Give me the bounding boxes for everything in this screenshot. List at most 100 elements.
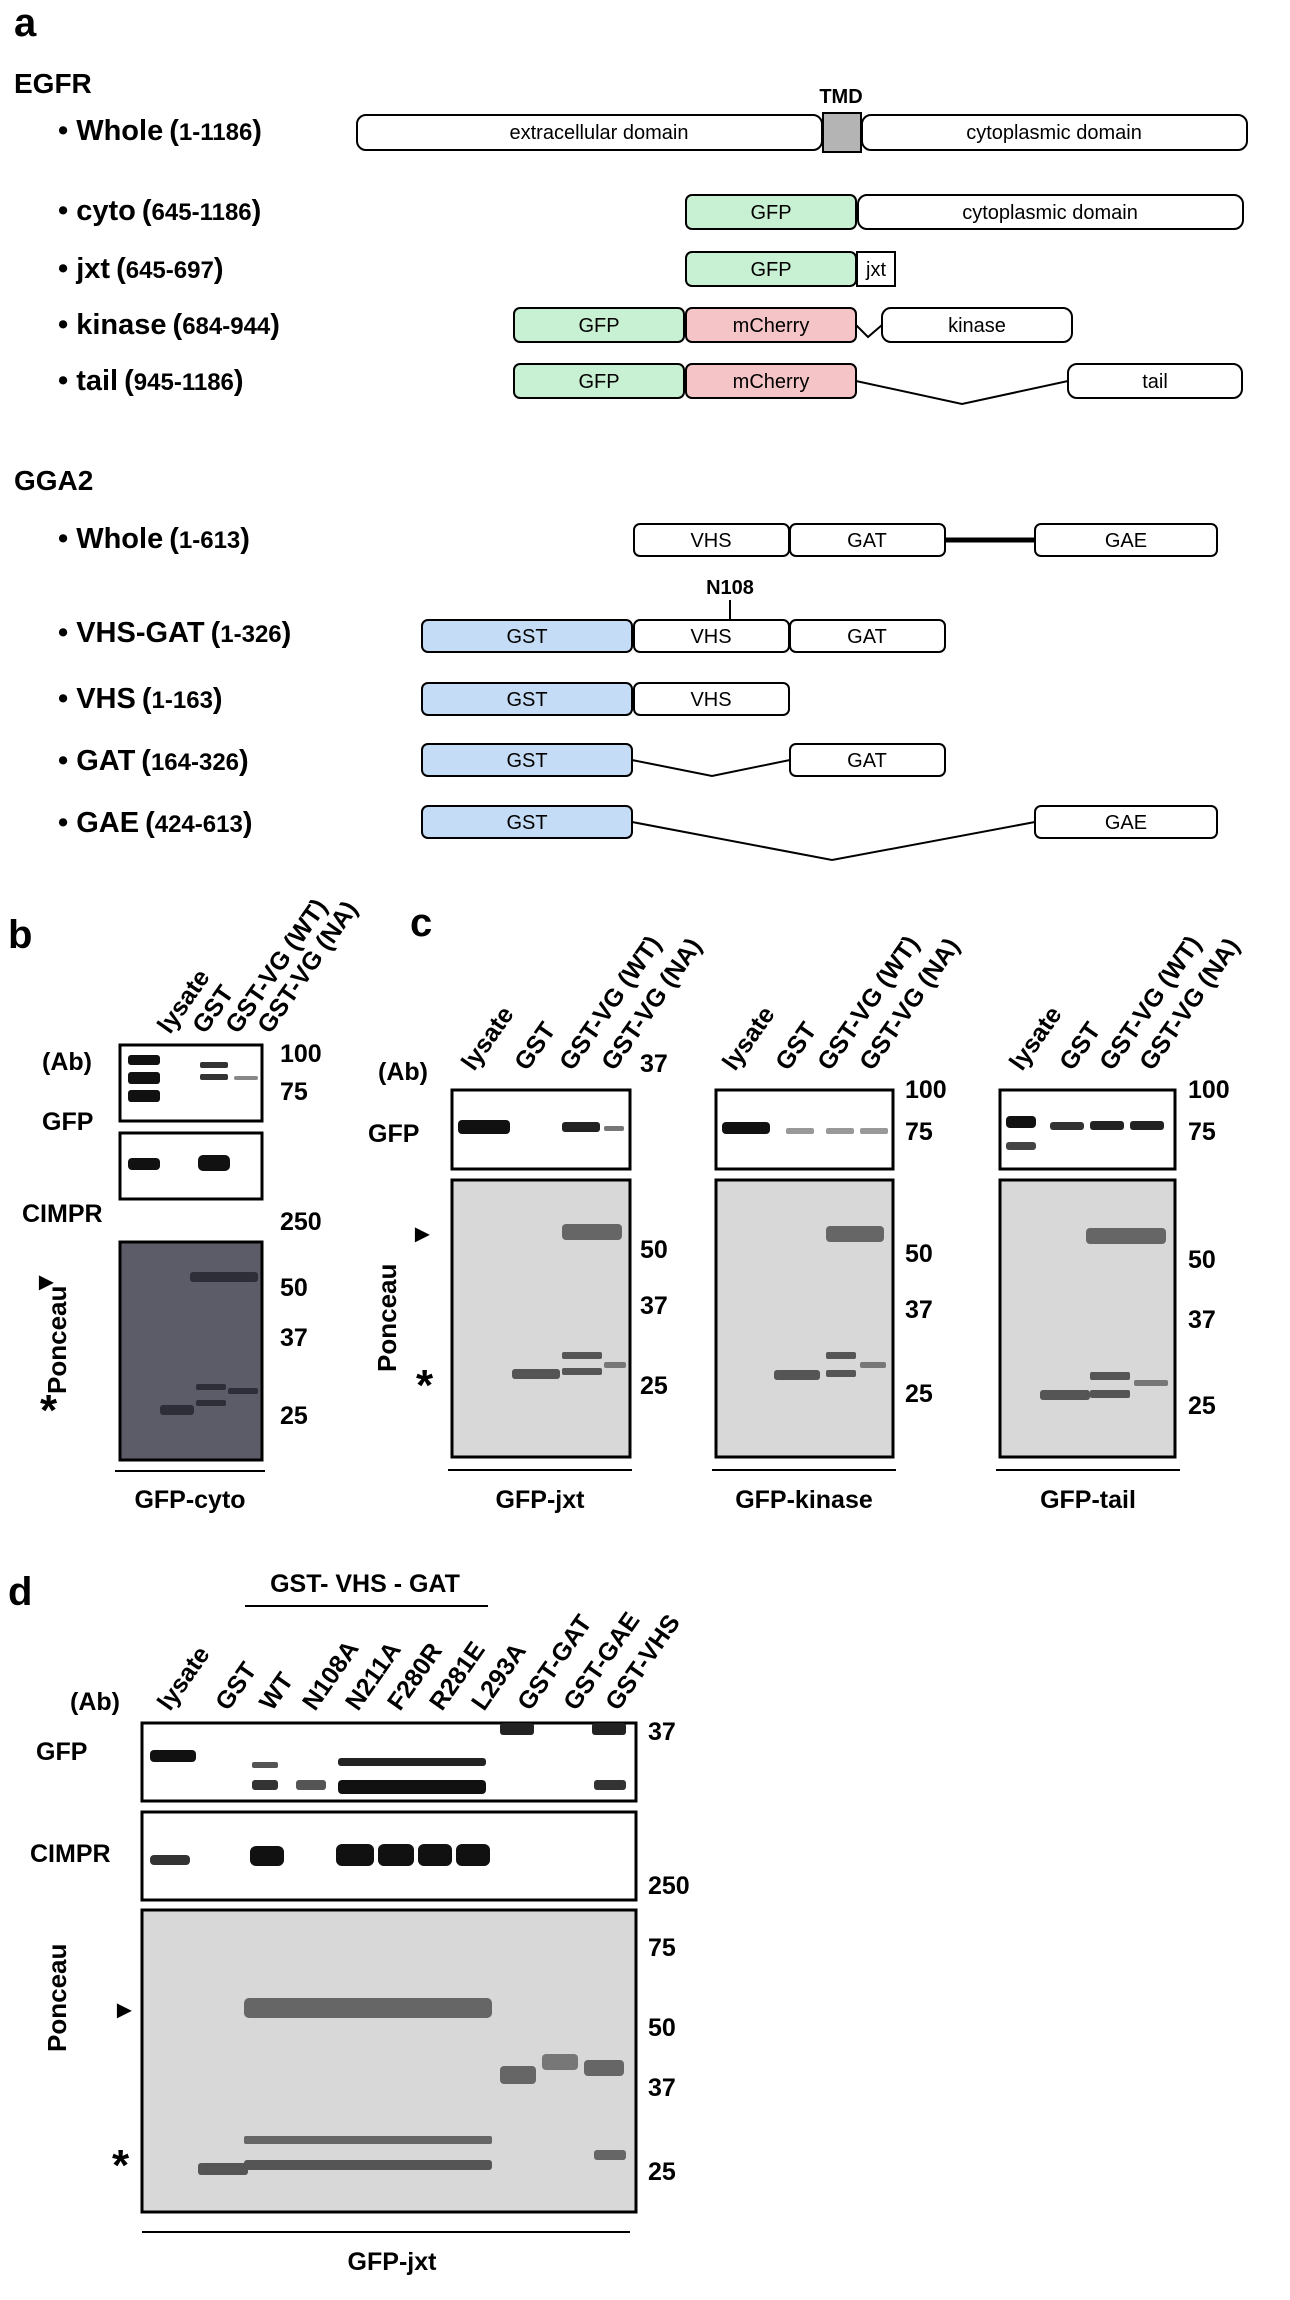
ab-label: (Ab) (70, 1688, 120, 1716)
bullet: • (58, 195, 76, 227)
band (128, 1055, 160, 1065)
band (252, 1780, 278, 1790)
gfp-label: GFP (578, 371, 619, 393)
mw-label: 75 (1188, 1118, 1216, 1146)
band (604, 1362, 626, 1368)
band (826, 1370, 856, 1377)
sample-label-d: GFP-jxt (348, 2248, 438, 2276)
gga2-row-gat-name: GAT (76, 745, 135, 777)
band (860, 1128, 888, 1134)
band (774, 1370, 820, 1380)
lane-label-lysate: lysate (152, 1641, 216, 1715)
mw-markers-d: 37 250 75 50 37 25 (648, 1718, 690, 2186)
bullet: • (58, 807, 76, 839)
band (1006, 1116, 1036, 1128)
gga2-row-gae-range: 424-613 (155, 811, 243, 838)
egfr-row-whole-name: Whole (76, 115, 163, 147)
paren: ) (282, 617, 292, 649)
panel-d: d GST- VHS - GAT lysate GST WT N108A N21… (8, 1570, 690, 2276)
band (1090, 1390, 1130, 1398)
deletion-linker (631, 759, 791, 778)
paren: ) (239, 745, 249, 777)
gat-box (789, 619, 946, 653)
deletion-linker (855, 380, 1069, 406)
mw-label: 100 (1188, 1076, 1230, 1104)
paren: ) (234, 365, 244, 397)
band (198, 2163, 248, 2175)
bullet: • (58, 617, 76, 649)
band (456, 1844, 490, 1866)
mw-label: 250 (648, 1872, 690, 1900)
bullet: • (58, 253, 76, 285)
kinase-label: kinase (948, 315, 1006, 337)
jxt-label: jxt (865, 259, 886, 281)
blot-ponceau-kinase (714, 1178, 895, 1459)
paren: ( (142, 195, 152, 227)
gga2-row-whole-range: 1-613 (179, 527, 240, 554)
band (542, 2054, 578, 2070)
gae-label: GAE (1105, 812, 1147, 834)
panel-letter-a: a (14, 1, 37, 45)
blot-group-tail: lysate GST GST-VG (WT) GST-VG (NA) 100 7… (996, 931, 1245, 1514)
gga2-row-whole: • Whole(1-613) (58, 523, 250, 555)
gga2-row-vhs-range: 1-163 (152, 687, 213, 714)
egfr-row-cyto-text: • cyto(645-1186) (58, 195, 261, 227)
ponceau-label: Ponceau (372, 1264, 402, 1372)
mw-label: 250 (280, 1208, 322, 1236)
gat-label: GAT (847, 626, 887, 648)
gfp-bands-b (128, 1055, 258, 1102)
vhs-label: VHS (690, 530, 731, 552)
lane-label-lysate: lysate (456, 1001, 520, 1075)
mw-label: 75 (648, 1934, 676, 1962)
arrowhead-marker: ► (410, 1220, 435, 1248)
cytoplasmic-domain-label: cytoplasmic domain (962, 202, 1138, 224)
gst-box (421, 682, 633, 716)
cimpr-antibody-label: CIMPR (22, 1200, 103, 1228)
mw-label: 50 (648, 2014, 676, 2042)
egfr-diagrams (356, 112, 1248, 406)
band (1050, 1122, 1084, 1130)
ab-label: (Ab) (378, 1058, 428, 1086)
egfr-row-jxt-name: jxt (75, 253, 110, 285)
gga2-row-gae: • GAE(424-613) (58, 807, 252, 839)
egfr-row-cyto-range: 645-1186 (152, 199, 252, 226)
egfr-row-cyto: • cyto(645-1186) (58, 195, 261, 227)
gst-box (421, 619, 633, 653)
bullet: • (58, 115, 76, 147)
paren: ( (173, 309, 183, 341)
band (200, 1062, 228, 1068)
band (128, 1072, 160, 1084)
paren: ) (214, 253, 224, 285)
paren: ( (169, 115, 179, 147)
asterisk-marker: * (416, 1361, 434, 1410)
egfr-row-whole-text: • Whole(1-1186) (58, 115, 262, 147)
gga2-row-vhs-gat-range: 1-326 (220, 621, 281, 648)
mw-label: 37 (648, 2074, 676, 2102)
gga2-row-vhs-text: • VHS(1-163) (58, 683, 223, 715)
egfr-row-jxt-range: 645-697 (126, 257, 214, 284)
lane-label-gst: GST (770, 1017, 822, 1075)
gat-box (789, 743, 946, 777)
paren: ) (252, 115, 262, 147)
egfr-row-kinase-text: • kinase(684-944) (58, 309, 280, 341)
vhs-label: VHS (690, 689, 731, 711)
egfr-row-tail: • tail(945-1186) (58, 365, 244, 397)
panel-letter-b: b (8, 913, 32, 957)
gga2-row-vhs-gat-name: VHS-GAT (76, 617, 205, 649)
blot-cimpr-b (118, 1131, 264, 1201)
gst-label: GST (506, 812, 547, 834)
mw-label: 50 (280, 1274, 308, 1302)
band (1006, 1142, 1036, 1150)
sample-label-jxt: GFP-jxt (496, 1486, 586, 1514)
egfr-row-kinase-range: 684-944 (182, 313, 271, 340)
ab-label: (Ab) (42, 1048, 92, 1076)
mw-label: 50 (640, 1236, 668, 1264)
mw-label: 37 (640, 1292, 668, 1320)
mw-label: 100 (280, 1040, 322, 1068)
paren: ( (211, 617, 221, 649)
mw-label: 37 (1188, 1306, 1216, 1334)
deletion-linker (855, 324, 883, 339)
band (584, 2060, 624, 2076)
gga2-row-gat-range: 164-326 (151, 749, 239, 776)
